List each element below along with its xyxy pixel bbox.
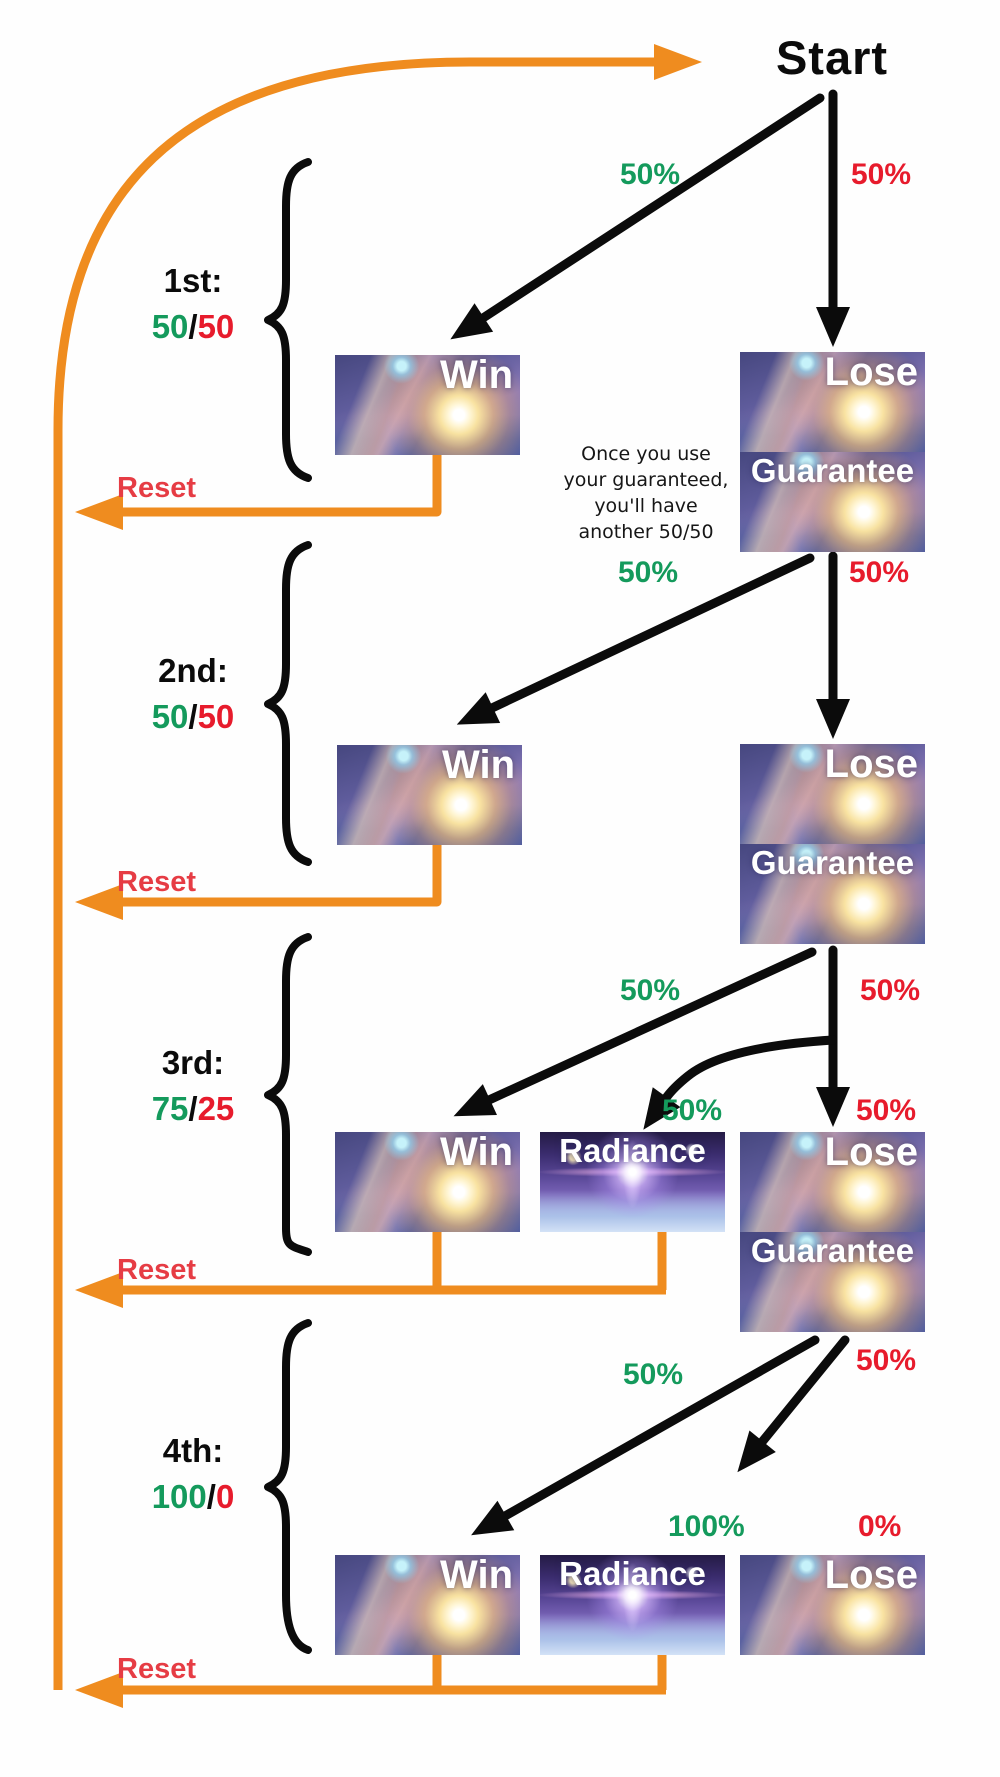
row2-guarantee-card: Guarantee <box>740 844 925 944</box>
decision-arrows <box>450 89 850 1536</box>
arrow-g3-to-win4 <box>471 1335 820 1536</box>
row3-win-card: Win <box>335 1130 520 1232</box>
brace-row-2 <box>264 541 312 866</box>
row2-reset-label: Reset <box>117 866 196 898</box>
row3-radiance-card: Radiance <box>540 1132 725 1232</box>
row3-win-card-label: Win <box>440 1130 513 1174</box>
arrow-g1-to-win2 <box>456 553 815 725</box>
arrow-g2-to-win3 <box>453 947 817 1117</box>
note-line-1: Once you use <box>581 443 711 465</box>
arrow-g3-to-row4 <box>737 1335 850 1473</box>
row1-odds: 50/50 <box>151 308 235 345</box>
row3-win-percent: 50% <box>620 974 681 1007</box>
row-braces <box>264 158 312 1654</box>
row4-radiance-card: Radiance <box>540 1555 725 1655</box>
row3-ordinal: 3rd: <box>161 1044 225 1081</box>
reset-line-2 <box>75 842 442 920</box>
row2-lose-card: Lose <box>740 742 925 844</box>
brace-row-3 <box>264 933 312 1256</box>
row2-ordinal: 2nd: <box>158 652 228 689</box>
row4-ordinal: 4th: <box>162 1432 224 1469</box>
note-line-2: your guaranteed, <box>563 469 729 491</box>
row4-win-percent: 50% <box>623 1358 684 1391</box>
row3-odds: 75/25 <box>151 1090 235 1127</box>
row3-lose-card-label: Lose <box>824 1130 918 1174</box>
row1-guarantee-card: Guarantee <box>740 452 925 552</box>
row3-label: 3rd: 75/25 <box>118 1040 268 1132</box>
row3-guarantee-card: Guarantee <box>740 1232 925 1332</box>
row1-ordinal: 1st: <box>163 262 223 299</box>
row4-odds: 100/0 <box>151 1478 235 1515</box>
row3-lose-card: Lose <box>740 1130 925 1232</box>
row1-lose-card: Lose <box>740 350 925 452</box>
brace-row-4 <box>264 1319 312 1654</box>
reset-connectors <box>75 452 667 1708</box>
row3-guarantee-card-label: Guarantee <box>750 1232 915 1269</box>
row1-win-percent: 50% <box>620 158 681 191</box>
orange-return-curve <box>53 44 702 1690</box>
guarantee-note: Once you use your guaranteed, you'll hav… <box>546 441 746 545</box>
reset-line-1 <box>75 452 442 530</box>
row4-lose2-percent: 0% <box>858 1510 902 1543</box>
row3-lose-percent: 50% <box>860 974 921 1007</box>
arrow-branch-to-radiance3 <box>643 1035 838 1130</box>
row1-win-card-label: Win <box>440 353 513 397</box>
row2-odds: 50/50 <box>151 698 235 735</box>
row1-reset-label: Reset <box>117 472 196 504</box>
row2-lose-card-label: Lose <box>824 742 918 786</box>
row2-win-percent: 50% <box>618 556 679 589</box>
row3-reset-label: Reset <box>117 1254 196 1286</box>
arrow-start-to-win1 <box>450 93 825 340</box>
row2-win-card: Win <box>337 743 522 845</box>
row4-win-card-label: Win <box>440 1553 513 1597</box>
row4-radiance-card-label: Radiance <box>559 1555 706 1592</box>
row4-win-card: Win <box>335 1553 520 1655</box>
note-line-4: another 50/50 <box>578 521 714 543</box>
row2-label: 2nd: 50/50 <box>118 648 268 740</box>
row4-label: 4th: 100/0 <box>118 1428 268 1520</box>
row3-lose2-percent: 50% <box>856 1094 917 1127</box>
row2-win-card-label: Win <box>442 743 515 787</box>
start-label: Start <box>775 31 889 84</box>
row2-lose-percent: 50% <box>849 556 910 589</box>
row4-lose-card-label: Lose <box>824 1553 918 1597</box>
row3-radiance-card-label: Radiance <box>559 1132 706 1169</box>
row1-label: 1st: 50/50 <box>118 258 268 350</box>
note-line-3: you'll have <box>594 495 698 517</box>
row4-lose-percent: 50% <box>856 1344 917 1377</box>
row1-win-card: Win <box>335 353 520 455</box>
row1-lose-percent: 50% <box>851 158 912 191</box>
row4-reset-label: Reset <box>117 1653 196 1685</box>
row2-guarantee-card-label: Guarantee <box>750 844 915 881</box>
row1-lose-card-label: Lose <box>824 350 918 394</box>
row4-radiance-percent: 100% <box>668 1510 745 1543</box>
row3-radiance-percent: 50% <box>662 1094 723 1127</box>
row4-lose-card: Lose <box>740 1553 925 1655</box>
brace-row-1 <box>264 158 312 482</box>
row1-guarantee-card-label: Guarantee <box>750 452 915 489</box>
